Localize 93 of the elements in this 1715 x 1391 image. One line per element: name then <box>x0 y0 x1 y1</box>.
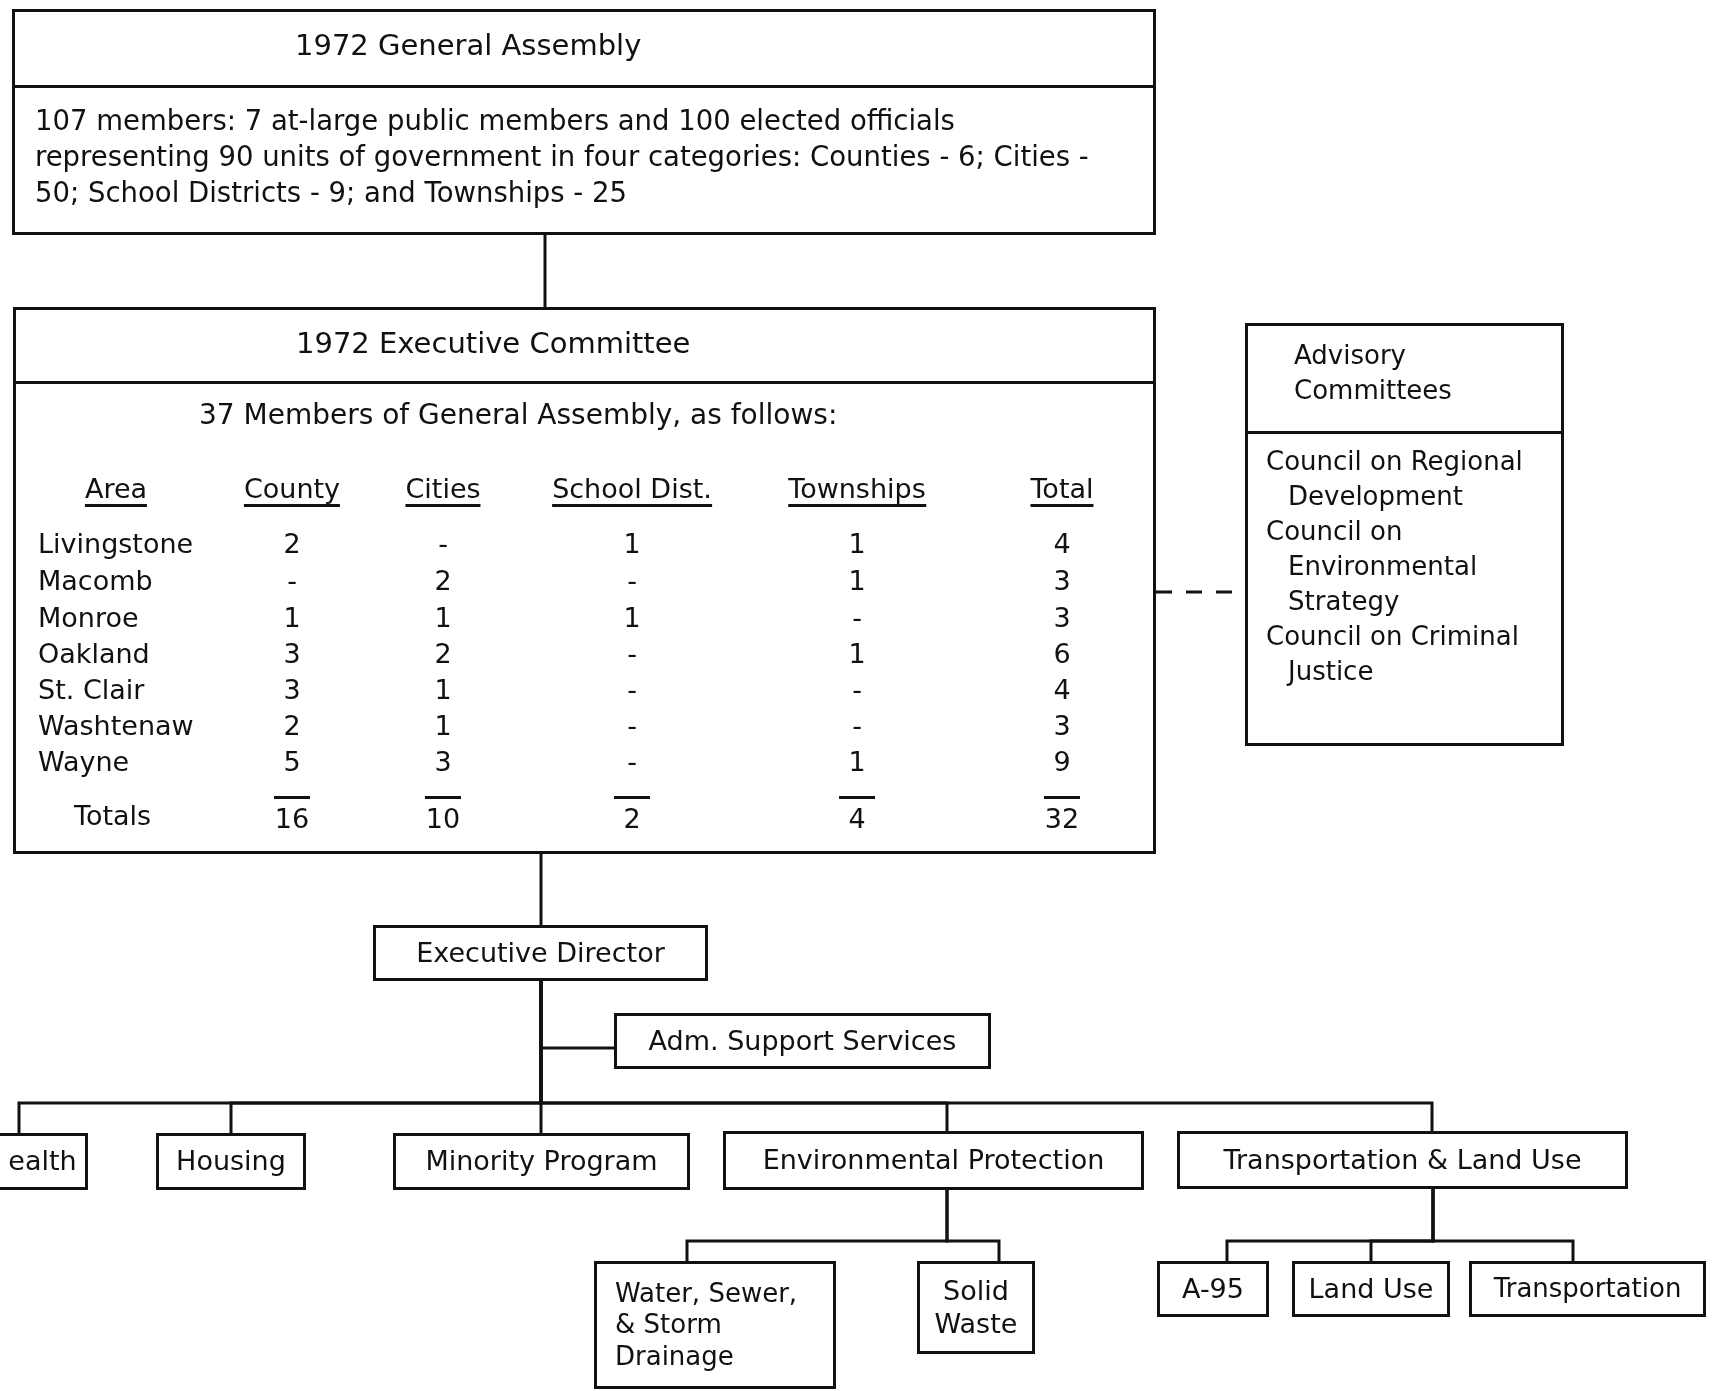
unit-box <box>393 1133 690 1190</box>
box-label: Transportation <box>1493 1273 1682 1305</box>
table-value: 1 <box>848 527 866 559</box>
heading: Advisory Committees <box>1248 326 1561 434</box>
unit-box <box>917 1261 1035 1354</box>
connector-line <box>945 1190 1001 1261</box>
table-value: 1 <box>623 601 641 633</box>
unit-box <box>1157 1261 1269 1317</box>
row-label: Livingstone <box>38 527 194 559</box>
column-header: Total <box>1030 473 1094 507</box>
table-value: 1 <box>283 601 301 633</box>
column-header: School Dist. <box>552 473 712 507</box>
committee-name: Council on Criminal Justice <box>1266 620 1520 688</box>
column-header: Townships <box>788 473 926 507</box>
committee-name: Council on Regional Development <box>1266 445 1524 513</box>
table-value: - <box>627 673 637 705</box>
table-value: 1 <box>434 673 452 705</box>
connector-line <box>539 854 543 925</box>
table-value: 3 <box>283 637 301 669</box>
table-value: 1 <box>434 709 452 741</box>
box-label: Housing <box>176 1145 286 1178</box>
table-value: 1 <box>434 601 452 633</box>
row-label: Washtenaw <box>38 709 194 741</box>
advisory-box <box>1245 323 1564 746</box>
table-value: 1 <box>848 564 866 596</box>
row-label: St. Clair <box>38 673 145 705</box>
column-header: County <box>243 473 341 507</box>
table-value: 4 <box>839 796 875 834</box>
committee-box <box>13 307 1156 854</box>
table-value: - <box>852 673 862 705</box>
table-value: 1 <box>848 637 866 669</box>
committee-name: Council on Environmental Strategy <box>1266 515 1479 618</box>
unit-box <box>373 925 708 981</box>
unit-box <box>0 1133 88 1190</box>
table-value: 3 <box>1053 564 1071 596</box>
table-value: 9 <box>1053 745 1071 777</box>
table-value: 16 <box>274 796 310 834</box>
box-label: Transportation & Land Use <box>1223 1143 1582 1177</box>
row-label: Oakland <box>38 637 150 669</box>
table-value: 6 <box>1053 637 1071 669</box>
unit-box <box>614 1013 991 1069</box>
unit-box <box>594 1261 836 1389</box>
row-label: Macomb <box>38 564 153 596</box>
heading: 1972 General Assembly <box>15 12 1153 88</box>
table-value: - <box>852 709 862 741</box>
table-value: 2 <box>283 709 301 741</box>
box-label: Executive Director <box>416 936 665 970</box>
unit-box <box>1177 1131 1628 1189</box>
box-label: Environmental Protection <box>762 1144 1105 1177</box>
table-value: - <box>627 564 637 596</box>
box-label: Water, Sewer, & Storm Drainage <box>615 1278 799 1372</box>
table-value: 4 <box>1053 527 1071 559</box>
table-value: 2 <box>283 527 301 559</box>
box-label: A-95 <box>1182 1272 1244 1306</box>
body-text: 107 members: 7 at-large public members and 100 elected officials representing 90 units of government in four categories: Counties - 6; Cities - 50; School Districts - 9; and Townships - 25 <box>34 103 1090 210</box>
box-label: ealth <box>8 1145 77 1178</box>
heading: 1972 Executive Committee <box>16 310 1153 384</box>
connector-line <box>543 235 547 307</box>
table-value: 1 <box>848 745 866 777</box>
table-value: - <box>627 637 637 669</box>
subheading: 37 Members of General Assembly, as follows: <box>198 397 839 431</box>
row-label: Wayne <box>38 745 130 777</box>
column-header: Area <box>84 473 148 507</box>
table-value: 10 <box>425 796 461 834</box>
table-value: - <box>852 601 862 633</box>
assembly-box <box>12 9 1156 235</box>
box-label: Adm. Support Services <box>648 1024 957 1058</box>
connector-line <box>1431 1189 1575 1261</box>
box-label: Minority Program <box>425 1145 658 1178</box>
table-value: 32 <box>1044 796 1080 834</box>
table-value: 3 <box>283 673 301 705</box>
table-value: - <box>627 745 637 777</box>
table-value: 3 <box>1053 601 1071 633</box>
table-value: 4 <box>1053 673 1071 705</box>
table-value: 2 <box>614 796 650 834</box>
table-value: 3 <box>1053 709 1071 741</box>
unit-box <box>156 1133 306 1190</box>
column-header: Cities <box>405 473 481 507</box>
box-label: Solid Waste <box>933 1275 1019 1340</box>
box-label: Land Use <box>1308 1272 1434 1306</box>
table-value: 3 <box>434 745 452 777</box>
unit-box <box>1469 1261 1706 1317</box>
unit-box <box>1292 1261 1450 1317</box>
row-label: Monroe <box>38 601 139 633</box>
table-value: 1 <box>623 527 641 559</box>
unit-box <box>723 1131 1144 1190</box>
row-label: Totals <box>74 799 152 831</box>
table-value: - <box>287 564 297 596</box>
table-value: - <box>438 527 448 559</box>
table-value: - <box>627 709 637 741</box>
table-value: 2 <box>434 637 452 669</box>
table-value: 5 <box>283 745 301 777</box>
table-value: 2 <box>434 564 452 596</box>
